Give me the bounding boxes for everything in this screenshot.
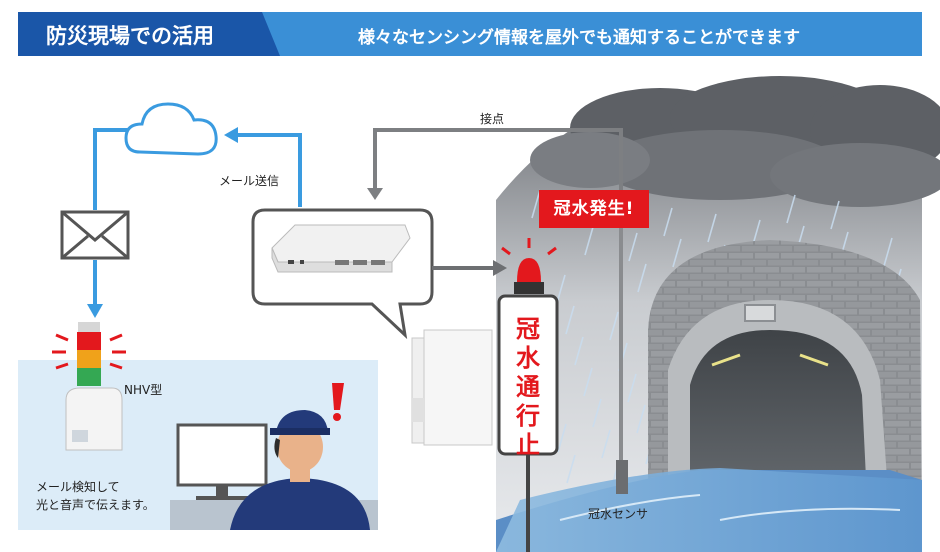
rain-streak: [583, 367, 593, 397]
rain-streak: [786, 194, 796, 224]
rain-streak: [627, 373, 637, 403]
rain-streak: [707, 213, 717, 243]
header-subtitle-bar: 様々なセンシング情報を屋外でも通知することができます: [262, 12, 922, 56]
nhv-signal-tower: [52, 322, 126, 451]
flood-water: [496, 468, 922, 552]
tunnel: [648, 240, 922, 520]
rain-streak: [636, 404, 646, 434]
rain-streak: [531, 189, 541, 219]
nhv-model-label: NHV型: [124, 383, 163, 397]
rain-streak: [609, 311, 619, 341]
rain-streak: [628, 232, 638, 262]
mail-send-label: メール送信: [219, 174, 280, 188]
exclamation-icon: [332, 383, 344, 421]
cloud-icon: [124, 102, 218, 156]
rain-streak: [637, 263, 647, 293]
flood-sensor-unit: [616, 460, 628, 494]
red-beacon: [501, 238, 557, 294]
contact-wire: [373, 128, 623, 208]
header-title-bar: 防災現場での活用: [18, 12, 288, 56]
rain-streak: [601, 429, 611, 459]
flood-sensor-label: 冠水センサ: [588, 507, 649, 521]
rain-streak: [584, 226, 594, 256]
pc-monitor: [176, 423, 268, 501]
operator-person: [230, 410, 370, 530]
page-subtitle: 様々なセンシング情報を屋外でも通知することができます: [358, 28, 800, 48]
rain-streak: [592, 398, 602, 428]
rain-streak: [566, 454, 576, 484]
rain-streak: [556, 274, 566, 304]
rain-streak: [565, 305, 575, 335]
storm-clouds: [530, 76, 940, 207]
flood-alert-badge: 冠水発生!: [539, 190, 649, 228]
notification-flow: [93, 128, 302, 306]
rain-streak: [663, 207, 673, 237]
rain-streak: [557, 423, 567, 453]
rain-streak: [883, 237, 893, 267]
mail-icon: [60, 210, 130, 260]
rain-streak: [830, 200, 840, 230]
rain-streak: [574, 336, 584, 366]
enclosure-box: [411, 329, 493, 446]
notify-text-line2: 光と音声で伝えます。: [36, 498, 155, 512]
page-title: 防災現場での活用: [46, 24, 214, 48]
controller-device: [271, 224, 411, 273]
contact-label: 接点: [480, 112, 505, 126]
notify-text-line1: メール検知して: [36, 480, 120, 494]
rain-streak: [672, 238, 682, 268]
road-closed-text: 冠水通行止: [516, 315, 540, 459]
